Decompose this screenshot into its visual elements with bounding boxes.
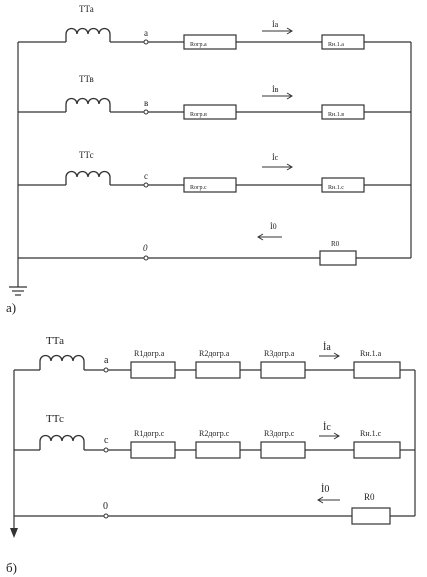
current-label: İс: [323, 421, 331, 433]
ct-label: ТТа: [46, 335, 64, 347]
resistor-2: [195, 441, 241, 459]
branch-c-row: ТТс c R1догр.с R2догр.с R3догр.с İс Rн.1…: [14, 413, 415, 459]
current-label: İ0: [321, 483, 329, 495]
branch-c-row: ТТс c Rогр.с İс Rн.1.с: [18, 150, 411, 193]
resistor-limit-label: Rогр.с: [190, 185, 207, 191]
node-terminal: [143, 109, 149, 115]
resistor-neutral-label: R0: [331, 240, 340, 248]
resistor-3-label: R3догр.а: [264, 349, 295, 358]
resistor-load-label: Rн.1.в: [328, 112, 344, 118]
node-terminal: [143, 255, 149, 261]
branch-a-row: ТТа a Rогр.а İа Rн.1.а: [18, 4, 411, 50]
current-transformer-coil-icon: [65, 170, 111, 185]
resistor-3-label: R3догр.с: [264, 429, 295, 438]
branch-b-row: ТТв в Rогр.в İв Rн.1.в: [18, 74, 411, 120]
node-label: 0: [143, 243, 148, 253]
resistor-2-label: R2догр.с: [199, 429, 230, 438]
current-transformer-coil-icon: [65, 97, 111, 112]
node-terminal: [103, 513, 109, 519]
resistor-1-label: R1догр.с: [134, 429, 165, 438]
ct-label: ТТс: [46, 413, 64, 425]
resistor-limit-label: Rогр.а: [190, 42, 207, 48]
current-transformer-coil-icon: [39, 354, 85, 370]
figure-label: а): [6, 300, 16, 315]
neutral-row-a: 0 İ0 R0: [18, 222, 411, 266]
figure-b: ТТа a R1догр.а R2догр.а R3догр.а İа Rн.1…: [6, 335, 416, 575]
current-transformer-coil-icon: [65, 27, 111, 42]
branch-a-row: ТТа a R1догр.а R2догр.а R3догр.а İа Rн.1…: [14, 335, 415, 379]
neutral-row-b: 0 İ0 R0: [14, 483, 415, 525]
resistor-neutral: [319, 250, 357, 266]
node-terminal: [103, 447, 109, 453]
resistor-load-label: Rн.1.а: [328, 42, 344, 48]
figure-label: б): [6, 560, 17, 575]
node-terminal: [143, 39, 149, 45]
resistor-3: [260, 361, 306, 379]
ct-label: ТТв: [79, 74, 94, 84]
resistor-load-label: Rн.1.а: [360, 349, 382, 358]
resistor-load-label: Rн.1.с: [360, 429, 382, 438]
resistor-3: [260, 441, 306, 459]
resistor-load: [353, 441, 401, 459]
ct-label: ТТа: [79, 4, 94, 14]
node-label: a: [104, 355, 109, 366]
resistor-load: [353, 361, 401, 379]
resistor-2: [195, 361, 241, 379]
resistor-2-label: R2догр.а: [199, 349, 230, 358]
resistor-1-label: R1догр.а: [134, 349, 165, 358]
node-label: a: [144, 28, 148, 38]
resistor-load-label: Rн.1.с: [328, 185, 344, 191]
current-label: İа: [323, 341, 331, 353]
figure-a: ТТа a Rогр.а İа Rн.1.а ТТв в Rогр.в İв R…: [6, 4, 412, 315]
node-terminal: [143, 182, 149, 188]
ct-label: ТТс: [79, 150, 94, 160]
resistor-limit-label: Rогр.в: [190, 112, 207, 118]
arrow-down-icon: [10, 528, 18, 538]
resistor-1: [130, 441, 176, 459]
current-label: İс: [272, 153, 279, 162]
node-label: c: [104, 435, 109, 446]
node-label: 0: [103, 501, 108, 512]
resistor-1: [130, 361, 176, 379]
current-label: İа: [272, 20, 279, 29]
resistor-neutral: [351, 507, 391, 525]
current-label: İ0: [270, 222, 277, 231]
resistor-neutral-label: R0: [364, 492, 375, 502]
current-transformer-coil-icon: [39, 434, 85, 450]
node-label: c: [144, 171, 148, 181]
node-label: в: [144, 98, 148, 108]
node-terminal: [103, 367, 109, 373]
current-label: İв: [272, 85, 279, 94]
